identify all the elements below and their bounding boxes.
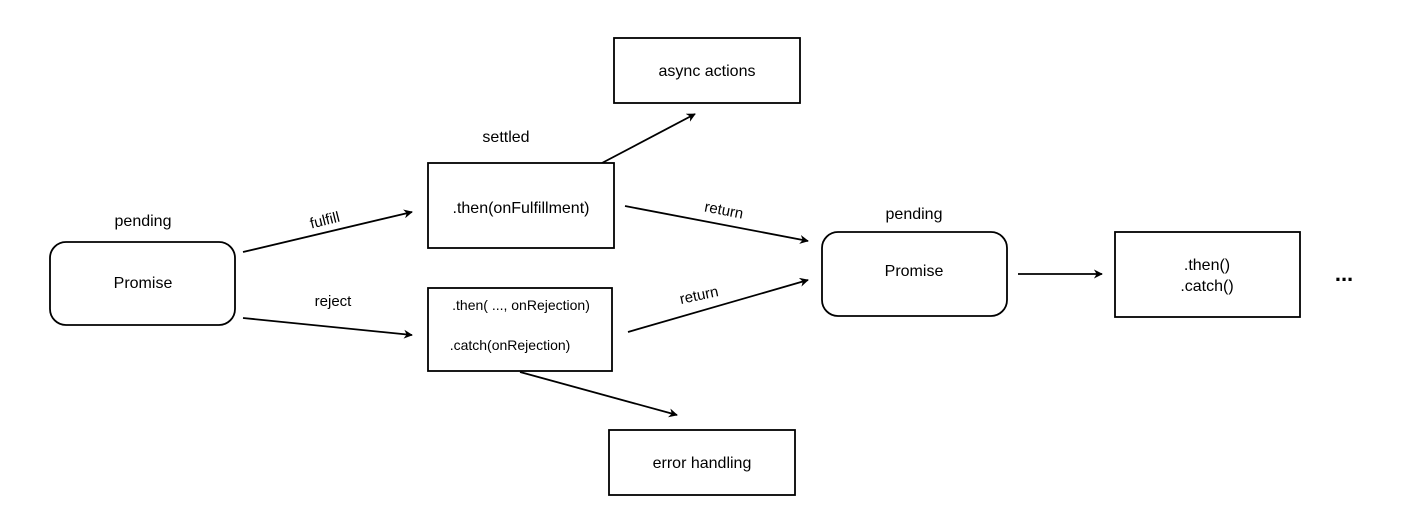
- node-then-catch: .then() .catch(): [1114, 231, 1301, 318]
- edge-label-return-bottom: return: [678, 283, 720, 308]
- node-then-catch-label-line1: .then(): [1184, 257, 1230, 274]
- node-error-handling-label: error handling: [653, 455, 752, 472]
- node-async-actions-label: async actions: [659, 63, 756, 80]
- edge-label-fulfill: fulfill: [308, 209, 341, 233]
- state-label-pending-left: pending: [115, 213, 172, 230]
- node-promise-right-label: Promise: [885, 263, 944, 280]
- node-error-handling: error handling: [608, 429, 796, 496]
- node-promise-right: Promise: [821, 231, 1008, 317]
- node-then-fulfillment-shape: [427, 162, 615, 249]
- node-then-fulfillment: .then(onFulfillment): [427, 162, 615, 249]
- edge-to-error-handling: [519, 371, 678, 418]
- edge-fulfill: [242, 209, 413, 253]
- node-then-fulfillment-label: .then(onFulfillment): [453, 200, 590, 217]
- node-promise-left: Promise: [49, 241, 236, 326]
- state-label-pending-right: pending: [886, 206, 943, 223]
- node-then-catch-label-line2: .catch(): [1180, 278, 1233, 295]
- edge-to-async-actions: [601, 113, 696, 164]
- continuation-ellipsis: ...: [1335, 261, 1353, 286]
- edge-label-reject: reject: [315, 293, 353, 310]
- edge-return-top: [624, 205, 809, 244]
- node-promise-left-label: Promise: [114, 275, 173, 292]
- node-then-rejection-shape: [427, 287, 613, 372]
- node-then-rejection-label-line2: .catch(onRejection): [450, 337, 571, 353]
- node-async-actions: async actions: [613, 37, 801, 104]
- node-promise-left-shape: [49, 241, 236, 326]
- node-then-rejection: .then( ..., onRejection) .catch(onReject…: [427, 287, 613, 372]
- node-then-catch-shape: [1114, 231, 1301, 318]
- node-then-rejection-label-line1: .then( ..., onRejection): [452, 297, 590, 313]
- edge-label-return-top: return: [703, 199, 745, 223]
- node-promise-right-shape: [821, 231, 1008, 317]
- node-async-actions-shape: [613, 37, 801, 104]
- edge-reject: [242, 317, 413, 339]
- state-label-settled: settled: [482, 129, 529, 146]
- edge-return-bottom: [627, 277, 809, 333]
- node-error-handling-shape: [608, 429, 796, 496]
